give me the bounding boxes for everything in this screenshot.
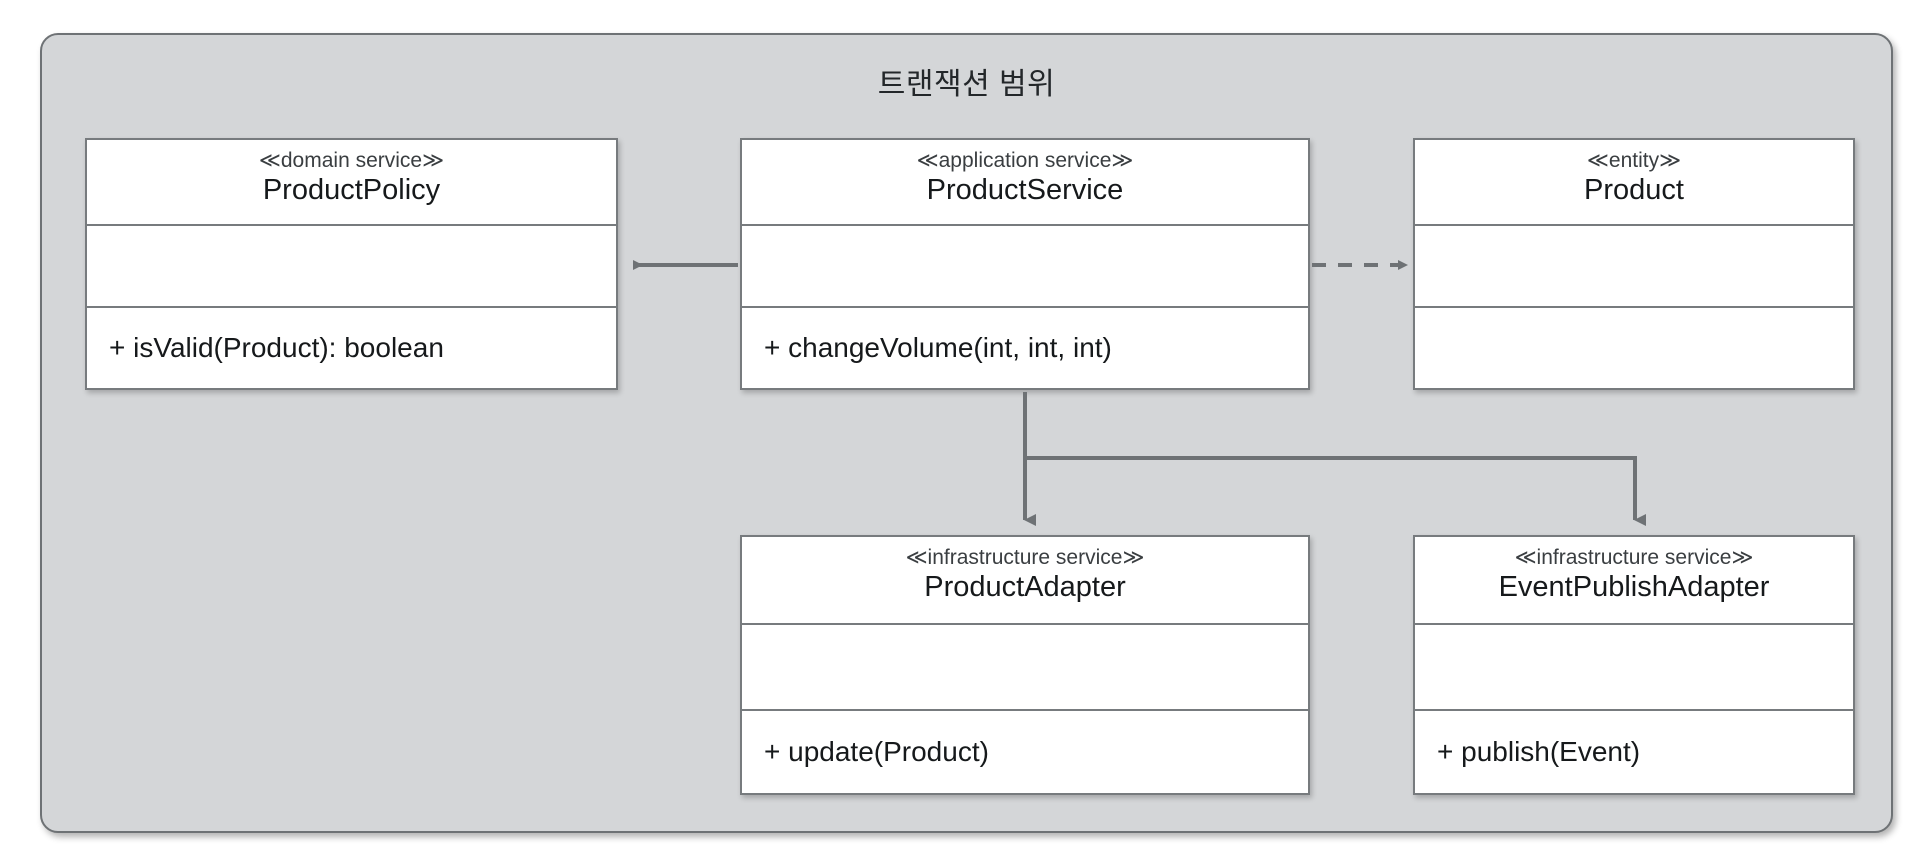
class-stereotype: ≪domain service≫ xyxy=(258,149,445,172)
class-attributes-compartment xyxy=(1415,625,1853,711)
uml-class-product-service[interactable]: ≪application service≫ ProductService + c… xyxy=(740,138,1310,390)
class-header-event-publish-adapter: ≪infrastructure service≫ EventPublishAda… xyxy=(1415,537,1853,625)
transaction-scope-title: 트랜잭션 범위 xyxy=(877,68,1056,101)
class-name: ProductAdapter xyxy=(924,570,1126,603)
class-stereotype: ≪infrastructure service≫ xyxy=(1514,546,1754,569)
class-header-product-policy: ≪domain service≫ ProductPolicy xyxy=(87,140,616,226)
operation-item: + publish(Event) xyxy=(1437,736,1641,767)
operation-item: + changeVolume(int, int, int) xyxy=(764,332,1112,363)
class-attributes-compartment xyxy=(742,625,1308,711)
class-name: EventPublishAdapter xyxy=(1498,570,1770,603)
class-header-product-service: ≪application service≫ ProductService xyxy=(742,140,1308,226)
class-name: Product xyxy=(1584,173,1684,206)
operation-item: + isValid(Product): boolean xyxy=(109,332,444,363)
class-name: ProductPolicy xyxy=(262,173,441,206)
class-stereotype: ≪application service≫ xyxy=(916,149,1134,172)
class-attributes-compartment xyxy=(742,226,1308,308)
class-operations-compartment: + update(Product) xyxy=(742,711,1308,793)
class-attributes-compartment xyxy=(1415,226,1853,308)
class-name: ProductService xyxy=(926,173,1124,206)
class-operations-compartment xyxy=(1415,308,1853,388)
class-attributes-compartment xyxy=(87,226,616,308)
class-operations-compartment: + changeVolume(int, int, int) xyxy=(742,308,1308,388)
class-operations-compartment: + publish(Event) xyxy=(1415,711,1853,793)
class-header-product: ≪entity≫ Product xyxy=(1415,140,1853,226)
uml-class-product-policy[interactable]: ≪domain service≫ ProductPolicy + isValid… xyxy=(85,138,618,390)
uml-class-product-adapter[interactable]: ≪infrastructure service≫ ProductAdapter … xyxy=(740,535,1310,795)
class-operations-compartment: + isValid(Product): boolean xyxy=(87,308,616,388)
class-header-product-adapter: ≪infrastructure service≫ ProductAdapter xyxy=(742,537,1308,625)
uml-class-product[interactable]: ≪entity≫ Product xyxy=(1413,138,1855,390)
operation-item: + update(Product) xyxy=(764,736,989,767)
uml-class-event-publish-adapter[interactable]: ≪infrastructure service≫ EventPublishAda… xyxy=(1413,535,1855,795)
class-stereotype: ≪entity≫ xyxy=(1586,149,1682,172)
class-stereotype: ≪infrastructure service≫ xyxy=(905,546,1145,569)
